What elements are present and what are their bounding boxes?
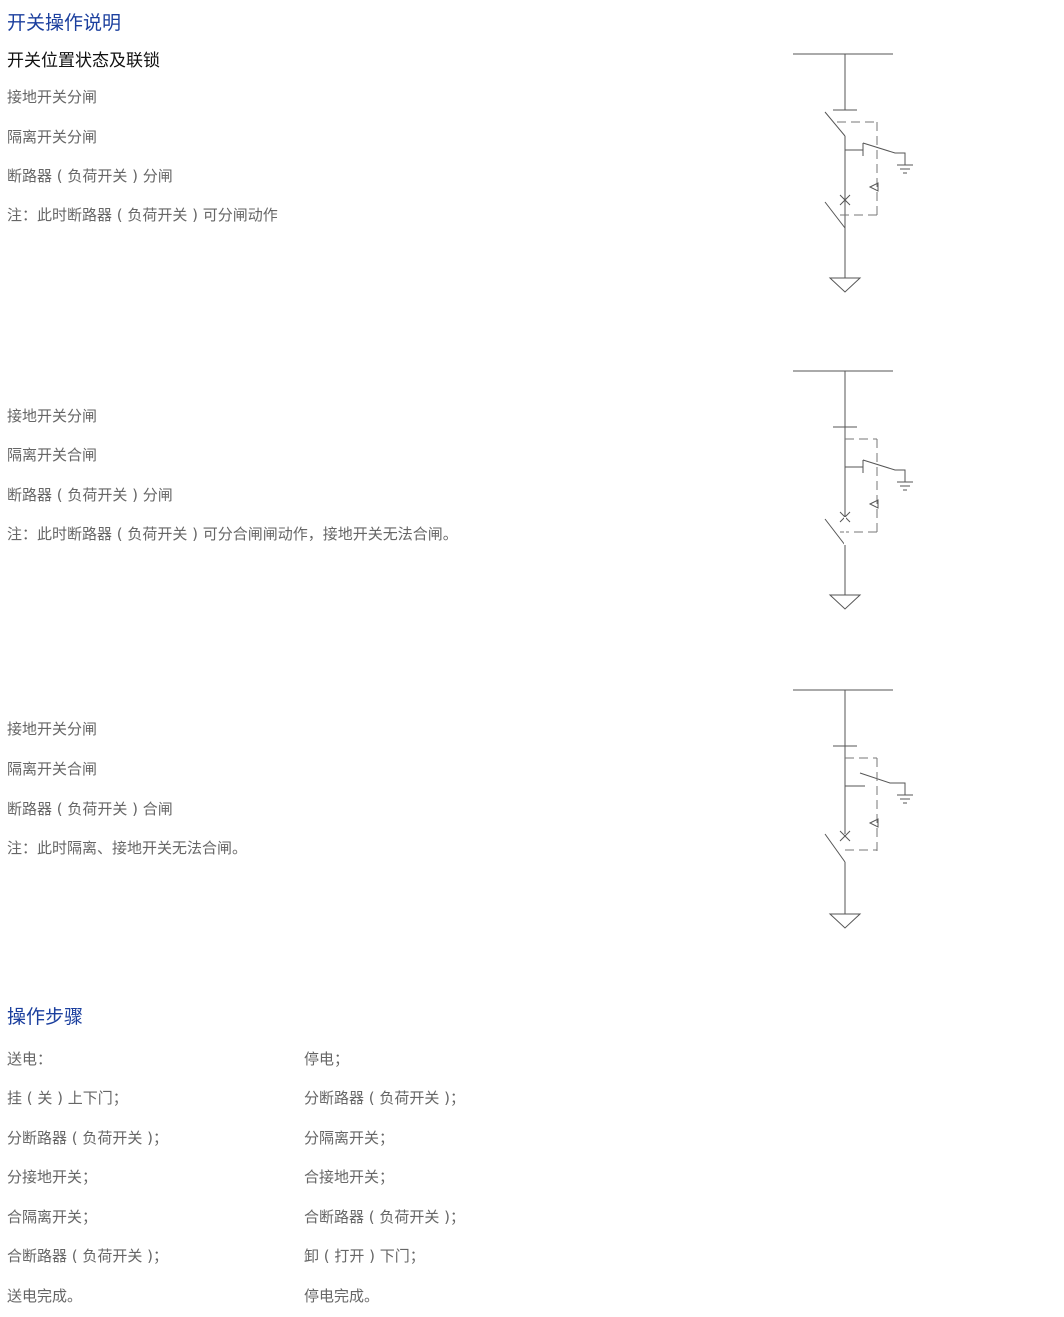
power-on-step: 送电： bbox=[7, 1050, 53, 1068]
power-off-step: 停电； bbox=[304, 1050, 350, 1068]
power-on-step: 合断路器 ( 负荷开关 )； bbox=[7, 1247, 169, 1265]
state-1-line: 隔离开关分闸 bbox=[7, 128, 98, 146]
state-2-line: 隔离开关合闸 bbox=[7, 446, 98, 464]
section-subtitle: 开关位置状态及联锁 bbox=[7, 51, 160, 71]
state-2-line: 断路器 ( 负荷开关 ) 分闸 bbox=[7, 486, 173, 504]
state-3-line: 断路器 ( 负荷开关 ) 合闸 bbox=[7, 800, 173, 818]
state-2-line: 接地开关分闸 bbox=[7, 407, 98, 425]
state-1-note: 注：此时断路器 ( 负荷开关 ) 可分闸动作 bbox=[7, 206, 278, 224]
power-off-step: 合断路器 ( 负荷开关 )； bbox=[304, 1208, 466, 1226]
power-on-step: 送电完成。 bbox=[7, 1287, 83, 1305]
page-title: 开关操作说明 bbox=[7, 12, 122, 34]
state-3-note: 注：此时隔离、接地开关无法合闸。 bbox=[7, 839, 248, 857]
power-off-step: 停电完成。 bbox=[304, 1287, 380, 1305]
switch-diagram-state-1 bbox=[793, 53, 913, 293]
state-1-line: 断路器 ( 负荷开关 ) 分闸 bbox=[7, 167, 173, 185]
steps-title: 操作步骤 bbox=[7, 1006, 84, 1028]
power-off-step: 卸 ( 打开 ) 下门； bbox=[304, 1247, 425, 1265]
power-on-step: 合隔离开关； bbox=[7, 1208, 98, 1226]
power-off-step: 合接地开关； bbox=[304, 1168, 395, 1186]
power-off-step: 分隔离开关； bbox=[304, 1129, 395, 1147]
switch-diagram-state-3 bbox=[793, 689, 913, 929]
switch-diagram-state-2 bbox=[793, 370, 913, 610]
power-on-step: 分接地开关； bbox=[7, 1168, 98, 1186]
state-3-line: 隔离开关合闸 bbox=[7, 760, 98, 778]
power-on-step: 挂 ( 关 ) 上下门； bbox=[7, 1089, 128, 1107]
state-3-line: 接地开关分闸 bbox=[7, 720, 98, 738]
state-1-line: 接地开关分闸 bbox=[7, 88, 98, 106]
state-2-note: 注：此时断路器 ( 负荷开关 ) 可分合闸闸动作，接地开关无法合闸。 bbox=[7, 525, 458, 543]
power-off-step: 分断路器 ( 负荷开关 )； bbox=[304, 1089, 466, 1107]
power-on-step: 分断路器 ( 负荷开关 )； bbox=[7, 1129, 169, 1147]
